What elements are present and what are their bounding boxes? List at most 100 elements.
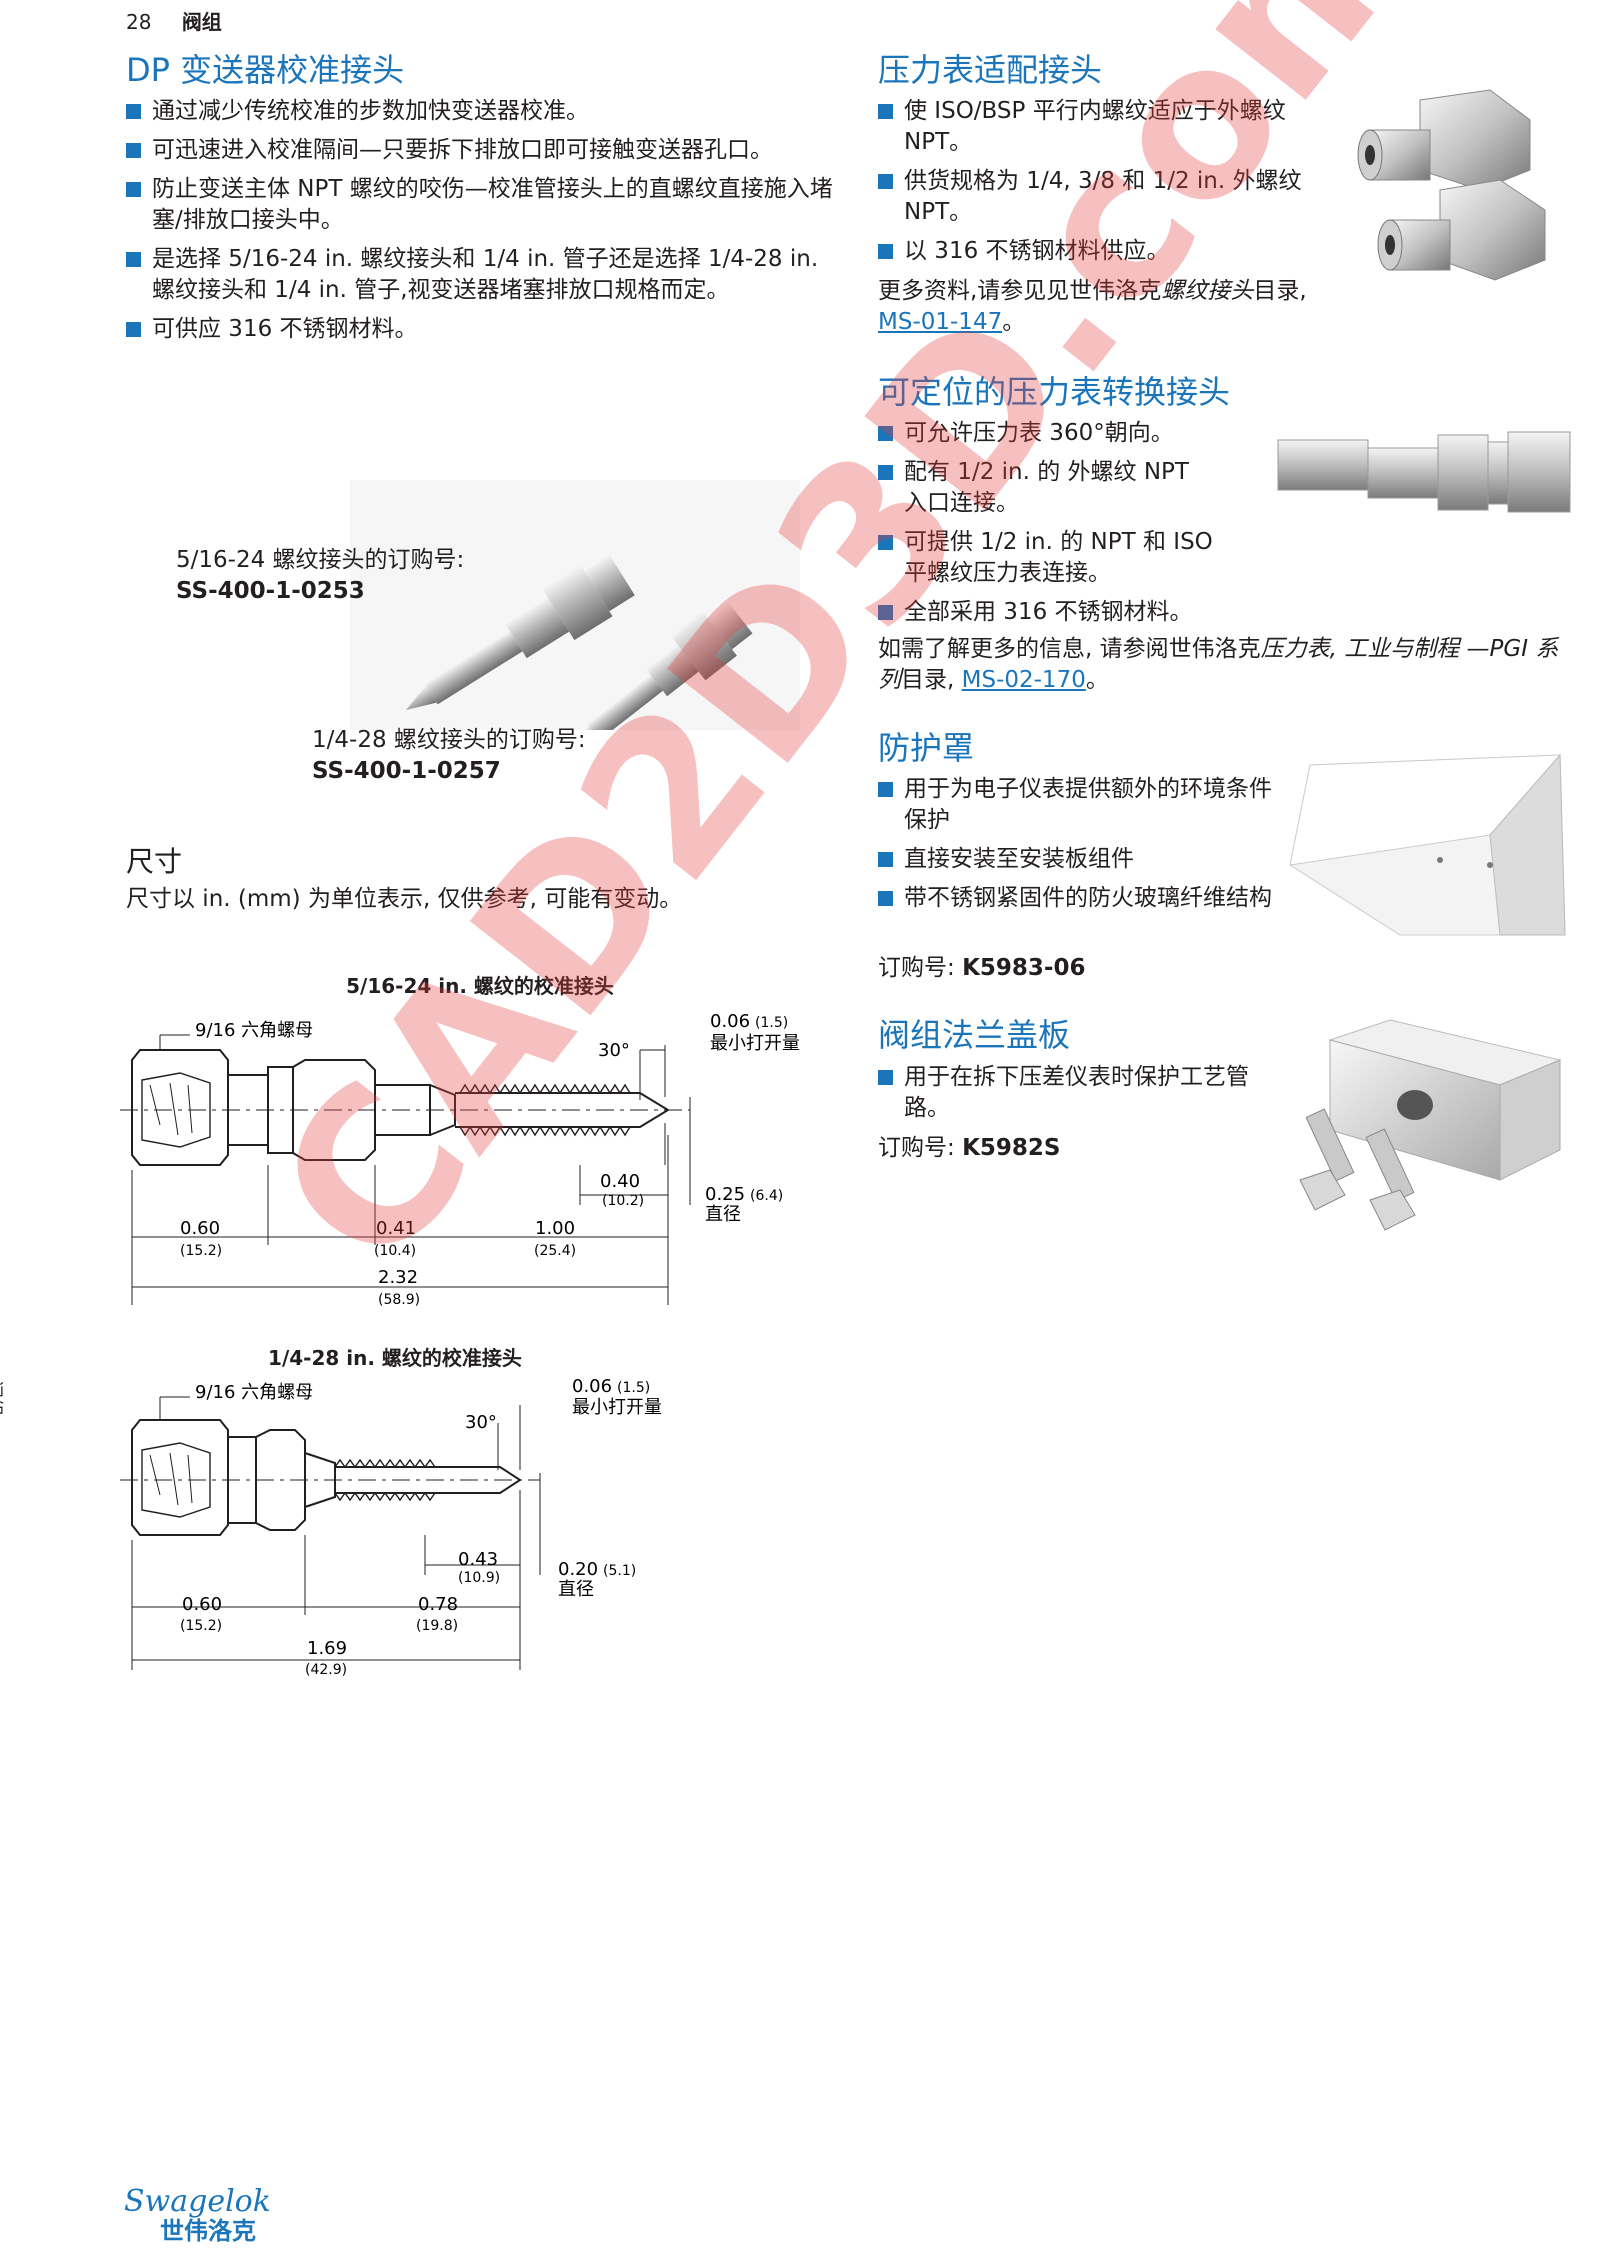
dp-bullets: 通过减少传统校准的步数加快变送器校准。 可迅速进入校准隔间—只要拆下排放口即可接… [126, 96, 836, 353]
page-number: 28 [126, 10, 152, 34]
positionable-title: 可定位的压力表转换接头 [878, 373, 1231, 411]
list-item: 可迅速进入校准隔间—只要拆下排放口即可接触变送器孔口。 [126, 135, 836, 166]
dimensions-note: 尺寸以 in. (mm) 为单位表示, 仅供参考, 可能有变动。 [126, 886, 683, 912]
list-item: 使 ISO/BSP 平行内螺纹适应于外螺纹 NPT。 [878, 96, 1318, 158]
d1-min-opening: 0.06 [710, 1011, 750, 1032]
order-number: K5983-06 [962, 955, 1086, 981]
drawing-2-title: 1/4-28 in. 螺纹的校准接头 [268, 1346, 522, 1370]
d1-d041: 0.41 [376, 1218, 416, 1239]
d2-d060: 0.60 [182, 1594, 222, 1615]
d1-angle: 30° [598, 1040, 630, 1061]
d2-d043-mm: (10.9) [458, 1570, 500, 1586]
flange-plate-photo [1270, 1010, 1570, 1240]
list-item: 是选择 5/16-24 in. 螺纹接头和 1/4 in. 管子还是选择 1/4… [126, 244, 836, 306]
list-item: 配有 1/2 in. 的 外螺纹 NPT 入口连接。 [878, 457, 1218, 519]
more-text: 目录, [1253, 278, 1307, 304]
positionable-more: 如需了解更多的信息, 请参阅世伟洛克压力表, 工业与制程 —PGI 系列目录, … [878, 634, 1578, 696]
list-item: 用于为电子仪表提供额外的环境条件保护 [878, 774, 1278, 836]
caption-1-part-number: SS-400-1-0253 [176, 578, 365, 604]
d1-d025-mm: (6.4) [750, 1188, 783, 1204]
d1-d100: 1.00 [535, 1218, 575, 1239]
list-item: 可供应 316 不锈钢材料。 [126, 314, 836, 345]
list-item: 通过减少传统校准的步数加快变送器校准。 [126, 96, 836, 127]
flange-plate-order: 订购号: K5982S [878, 1133, 1060, 1164]
enclosure-title: 防护罩 [878, 729, 975, 767]
period: 。 [1085, 667, 1109, 693]
positionable-bullets: 可允许压力表 360°朝向。 配有 1/2 in. 的 外螺纹 NPT 入口连接… [878, 418, 1218, 636]
d2-dia-label: 直径 [558, 1579, 594, 1600]
logo-brand: Swagelok [124, 2184, 271, 2219]
d1-d232-mm: (58.9) [378, 1292, 420, 1308]
d1-d025: 0.25 [705, 1184, 745, 1205]
caption-1: 5/16-24 螺纹接头的订购号: SS-400-1-0253 [176, 545, 464, 607]
d2-d043: 0.43 [458, 1549, 498, 1570]
list-item: 可提供 1/2 in. 的 NPT 和 ISO 平螺纹压力表连接。 [878, 527, 1218, 589]
d1-d100-mm: (25.4) [534, 1243, 576, 1259]
caption-2: 1/4-28 螺纹接头的订购号: SS-400-1-0257 [312, 725, 586, 787]
drawing-2: 9/16 六角螺母 30° 0.06 (1.5) 最小打开量 0.43 (10.… [120, 1376, 662, 1678]
d2-d078: 0.78 [418, 1594, 458, 1615]
d1-dia-label: 直径 [705, 1204, 741, 1225]
d2-d020-mm: (5.1) [603, 1563, 636, 1579]
more-text: 如需了解更多的信息, 请参阅世伟洛克 [878, 636, 1261, 662]
dimensions-title: 尺寸 [126, 845, 183, 878]
gauge-adapter-title: 压力表适配接头 [878, 51, 1103, 89]
list-item: 带不锈钢紧固件的防火玻璃纤维结构 [878, 883, 1278, 914]
list-item: 全部采用 316 不锈钢材料。 [878, 597, 1218, 628]
d2-hex-nut-label: 9/16 六角螺母 [195, 1382, 313, 1403]
catalog-link-ms-01-147[interactable]: MS-01-147 [878, 309, 1003, 335]
d2-d169: 1.69 [307, 1638, 347, 1659]
d2-min-opening-mm: (1.5) [617, 1380, 650, 1396]
d2-d020: 0.20 [558, 1559, 598, 1580]
d1-d232: 2.32 [378, 1267, 418, 1288]
catalog-name: 压力表, 工业与制程 —PGI 系列 [878, 636, 1559, 693]
d1-d060: 0.60 [180, 1218, 220, 1239]
flange-plate-bullets: 用于在拆下压差仪表时保护工艺管路。 [878, 1062, 1278, 1132]
caption-2-part-number: SS-400-1-0257 [312, 758, 501, 784]
logo-cn: 世伟洛克 [160, 2217, 256, 2245]
list-item: 供货规格为 1/4, 3/8 和 1/2 in. 外螺纹 NPT。 [878, 166, 1318, 228]
catalog-name: 螺纹接头 [1161, 278, 1254, 304]
swagelok-logo: Swagelok 世伟洛克 [124, 2184, 271, 2246]
d1-d040-mm: (10.2) [602, 1193, 644, 1209]
drawing-1-title: 5/16-24 in. 螺纹的校准接头 [346, 974, 614, 998]
list-item: 直接安装至安装板组件 [878, 844, 1278, 875]
gauge-adapter-more: 更多资料,请参见见世伟洛克螺纹接头目录, MS-01-147。 [878, 276, 1318, 338]
catalog-link-ms-02-170[interactable]: MS-02-170 [961, 667, 1086, 693]
enclosure-photo [1250, 745, 1580, 945]
order-label: 订购号: [878, 955, 955, 981]
d1-d040: 0.40 [600, 1171, 640, 1192]
section-name: 阀组 [181, 10, 222, 34]
d2-d078-mm: (19.8) [416, 1618, 458, 1634]
side-tab: 阀组 [0, 1380, 4, 1416]
list-item: 以 316 不锈钢材料供应。 [878, 236, 1318, 267]
list-item: 可允许压力表 360°朝向。 [878, 418, 1218, 449]
list-item: 用于在拆下压差仪表时保护工艺管路。 [878, 1062, 1278, 1124]
order-number: K5982S [962, 1135, 1061, 1161]
caption-2-label: 1/4-28 螺纹接头的订购号: [312, 727, 586, 753]
d1-hex-nut-label: 9/16 六角螺母 [195, 1020, 313, 1041]
more-text: 目录, [901, 667, 955, 693]
gauge-adapter-bullets: 使 ISO/BSP 平行内螺纹适应于外螺纹 NPT。 供货规格为 1/4, 3/… [878, 96, 1318, 275]
d1-d041-mm: (10.4) [374, 1243, 416, 1259]
caption-1-label: 5/16-24 螺纹接头的订购号: [176, 547, 465, 573]
more-text: 更多资料,请参见见世伟洛克 [878, 278, 1162, 304]
d1-min-opening-mm: (1.5) [755, 1015, 788, 1031]
drawing-1: 9/16 六角螺母 30° 0.06 (1.5) 最小打开量 0.40 (10.… [120, 1011, 800, 1308]
list-item: 防止变送主体 NPT 螺纹的咬伤—校准管接头上的直螺纹直接施入堵塞/排放口接头中… [126, 174, 836, 236]
order-label: 订购号: [878, 1135, 955, 1161]
positionable-adapter-photo [1250, 410, 1580, 550]
enclosure-bullets: 用于为电子仪表提供额外的环境条件保护 直接安装至安装板组件 带不锈钢紧固件的防火… [878, 774, 1278, 922]
d2-d060-mm: (15.2) [180, 1618, 222, 1634]
d2-d169-mm: (42.9) [305, 1662, 347, 1678]
period: 。 [1002, 309, 1026, 335]
d1-d060-mm: (15.2) [180, 1243, 222, 1259]
d2-angle: 30° [465, 1412, 497, 1433]
flange-plate-title: 阀组法兰盖板 [878, 1016, 1071, 1054]
gauge-adapter-photo [1330, 80, 1570, 310]
d1-min-opening-label: 最小打开量 [710, 1033, 800, 1054]
d2-min-opening-label: 最小打开量 [572, 1397, 662, 1418]
enclosure-order: 订购号: K5983-06 [878, 953, 1085, 984]
dp-title: DP 变送器校准接头 [126, 51, 405, 89]
d2-min-opening: 0.06 [572, 1376, 612, 1397]
